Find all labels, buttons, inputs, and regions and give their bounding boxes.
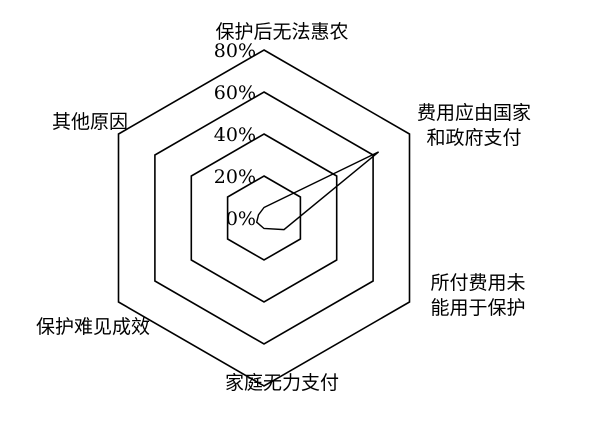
tick-label-40: 40% <box>214 124 256 146</box>
axis-label-line: 保护难见成效 <box>36 316 150 338</box>
tick-label-80: 80% <box>214 40 256 62</box>
axis-label-line: 其他原因 <box>52 111 128 133</box>
axis-label-5: 其他原因 <box>52 111 128 133</box>
series-layer <box>257 152 379 230</box>
grid-ring-40 <box>191 134 336 302</box>
tick-labels: 0% 20% 40% 60% 80% <box>214 40 256 230</box>
axis-label-line: 和政府支付 <box>426 127 521 149</box>
axis-label-0: 保护后无法惠农 <box>215 21 348 43</box>
axis-label-3: 家庭无力支付 <box>225 372 339 394</box>
grid-ring-60 <box>155 92 373 344</box>
grid-ring-80 <box>119 50 410 386</box>
tick-label-20: 20% <box>214 166 256 188</box>
axis-label-line: 家庭无力支付 <box>225 372 339 394</box>
tick-label-0: 0% <box>226 208 256 230</box>
axis-label-4: 保护难见成效 <box>36 316 150 338</box>
grid-rings <box>119 50 410 386</box>
axis-label-2: 所付费用未能用于保护 <box>430 272 525 319</box>
axis-label-1: 费用应由国家和政府支付 <box>417 102 531 149</box>
axis-label-line: 费用应由国家 <box>417 102 531 124</box>
axis-label-line: 所付费用未 <box>430 272 525 294</box>
axis-label-line: 保护后无法惠农 <box>215 21 348 43</box>
series-line-0 <box>257 152 379 230</box>
axis-label-line: 能用于保护 <box>430 297 525 319</box>
tick-label-60: 60% <box>214 82 256 104</box>
